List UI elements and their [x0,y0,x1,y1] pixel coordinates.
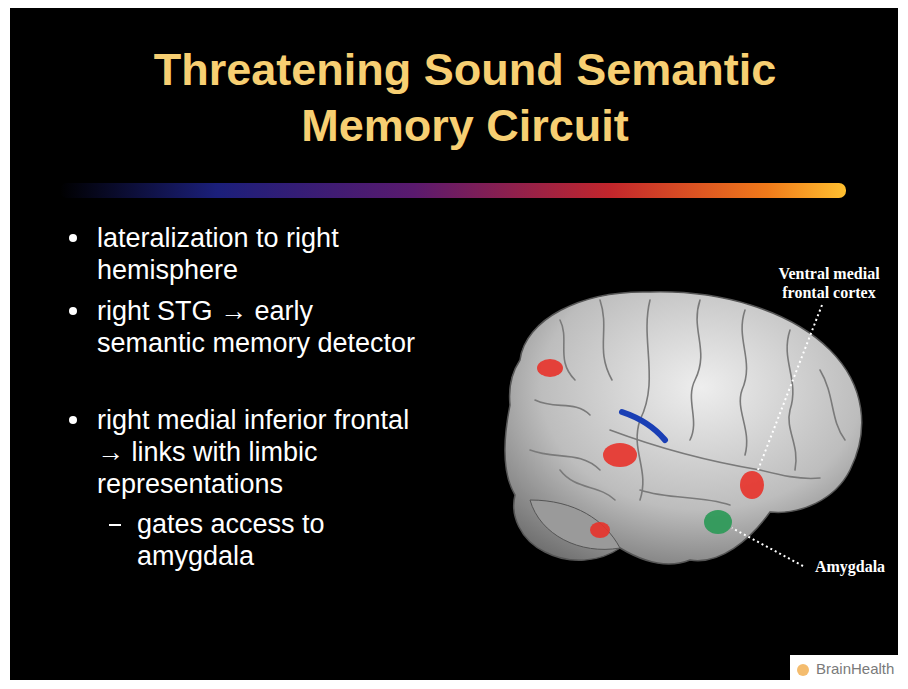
bullet-text: right medial inferior frontal → links wi… [97,404,417,500]
logo-text: BrainHealth [812,658,898,679]
leader-line [732,528,803,566]
brain-illustration [505,292,862,564]
gradient-bar [60,183,846,198]
bullet-text: right STG → early semantic memory detect… [97,295,417,359]
bullet-text: lateralization to right hemisphere [97,222,417,286]
slide-title: Threatening Sound Semantic Memory Circui… [95,42,835,154]
logo-box [790,655,898,685]
region-label: Amygdala [806,557,894,576]
logo-mark [797,664,809,676]
leader-line [758,305,822,470]
sub-bullet-text: gates access to amygdala [137,508,367,572]
region-label: Ventral medial frontal cortex [762,264,896,302]
